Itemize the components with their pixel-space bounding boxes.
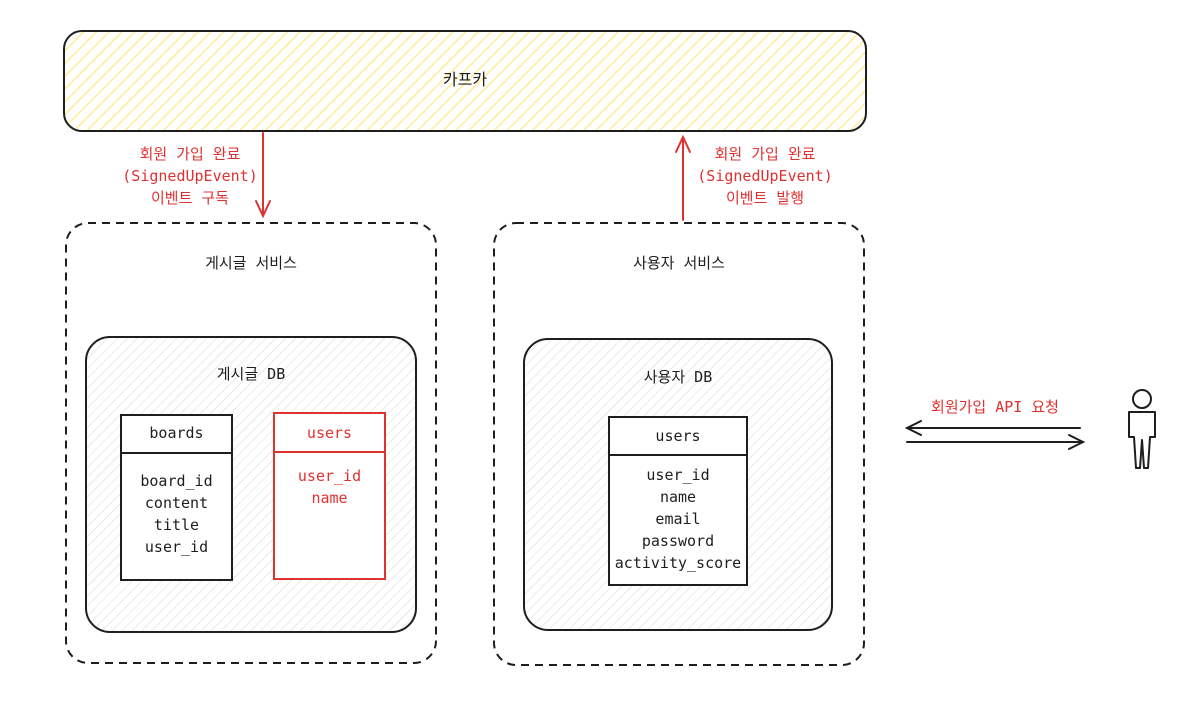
user-service-title: 사용자 서비스 [633, 254, 725, 272]
table-column: user_id [144, 538, 209, 556]
user-users-table [608, 416, 748, 586]
user-db-title: 사용자 DB [643, 368, 713, 386]
subscribe-arrow [255, 132, 271, 219]
table-column: activity_score [614, 554, 742, 572]
table-column: email [655, 510, 701, 528]
board-db-title: 게시글 DB [216, 365, 286, 383]
api-request-label: 회원가입 API 요청 [931, 398, 1059, 416]
publish-arrow [675, 134, 691, 221]
board-users-table-columns: user_id name [274, 465, 385, 509]
table-column: title [153, 516, 200, 534]
publish-line-2: (SignedUpEvent) [697, 167, 833, 185]
kafka-label: 카프카 [442, 70, 488, 89]
board-service-box [65, 222, 437, 664]
boards-table [120, 414, 233, 581]
boards-table-columns: board_id content title user_id [121, 470, 232, 558]
board-users-table [273, 412, 386, 580]
publish-line-1: 회원 가입 완료 [714, 145, 816, 163]
table-column: content [144, 494, 209, 512]
publish-annotation: 회원 가입 완료 (SignedUpEvent) 이벤트 발행 [665, 143, 865, 209]
user-service-box [493, 222, 865, 666]
table-column: user_id [646, 466, 710, 484]
api-request-arrows [904, 420, 1086, 450]
table-column: name [659, 488, 697, 506]
table-column: password [641, 532, 715, 550]
subscribe-line-2: (SignedUpEvent) [122, 167, 258, 185]
table-column: name [311, 489, 348, 507]
subscribe-annotation: 회원 가입 완료 (SignedUpEvent) 이벤트 구독 [90, 143, 290, 209]
person-icon [1128, 389, 1156, 469]
user-users-table-name: users [655, 427, 701, 445]
board-service-title: 게시글 서비스 [205, 254, 297, 272]
kafka-bar [63, 30, 867, 132]
subscribe-line-3: 이벤트 구독 [150, 189, 230, 207]
table-column: user_id [297, 467, 362, 485]
board-users-table-name: users [306, 424, 353, 442]
publish-line-3: 이벤트 발행 [725, 189, 805, 207]
table-column: board_id [140, 472, 213, 490]
subscribe-line-1: 회원 가입 완료 [139, 145, 241, 163]
boards-table-name: boards [149, 424, 204, 442]
user-users-table-columns: user_id name email password activity_sco… [609, 464, 747, 574]
